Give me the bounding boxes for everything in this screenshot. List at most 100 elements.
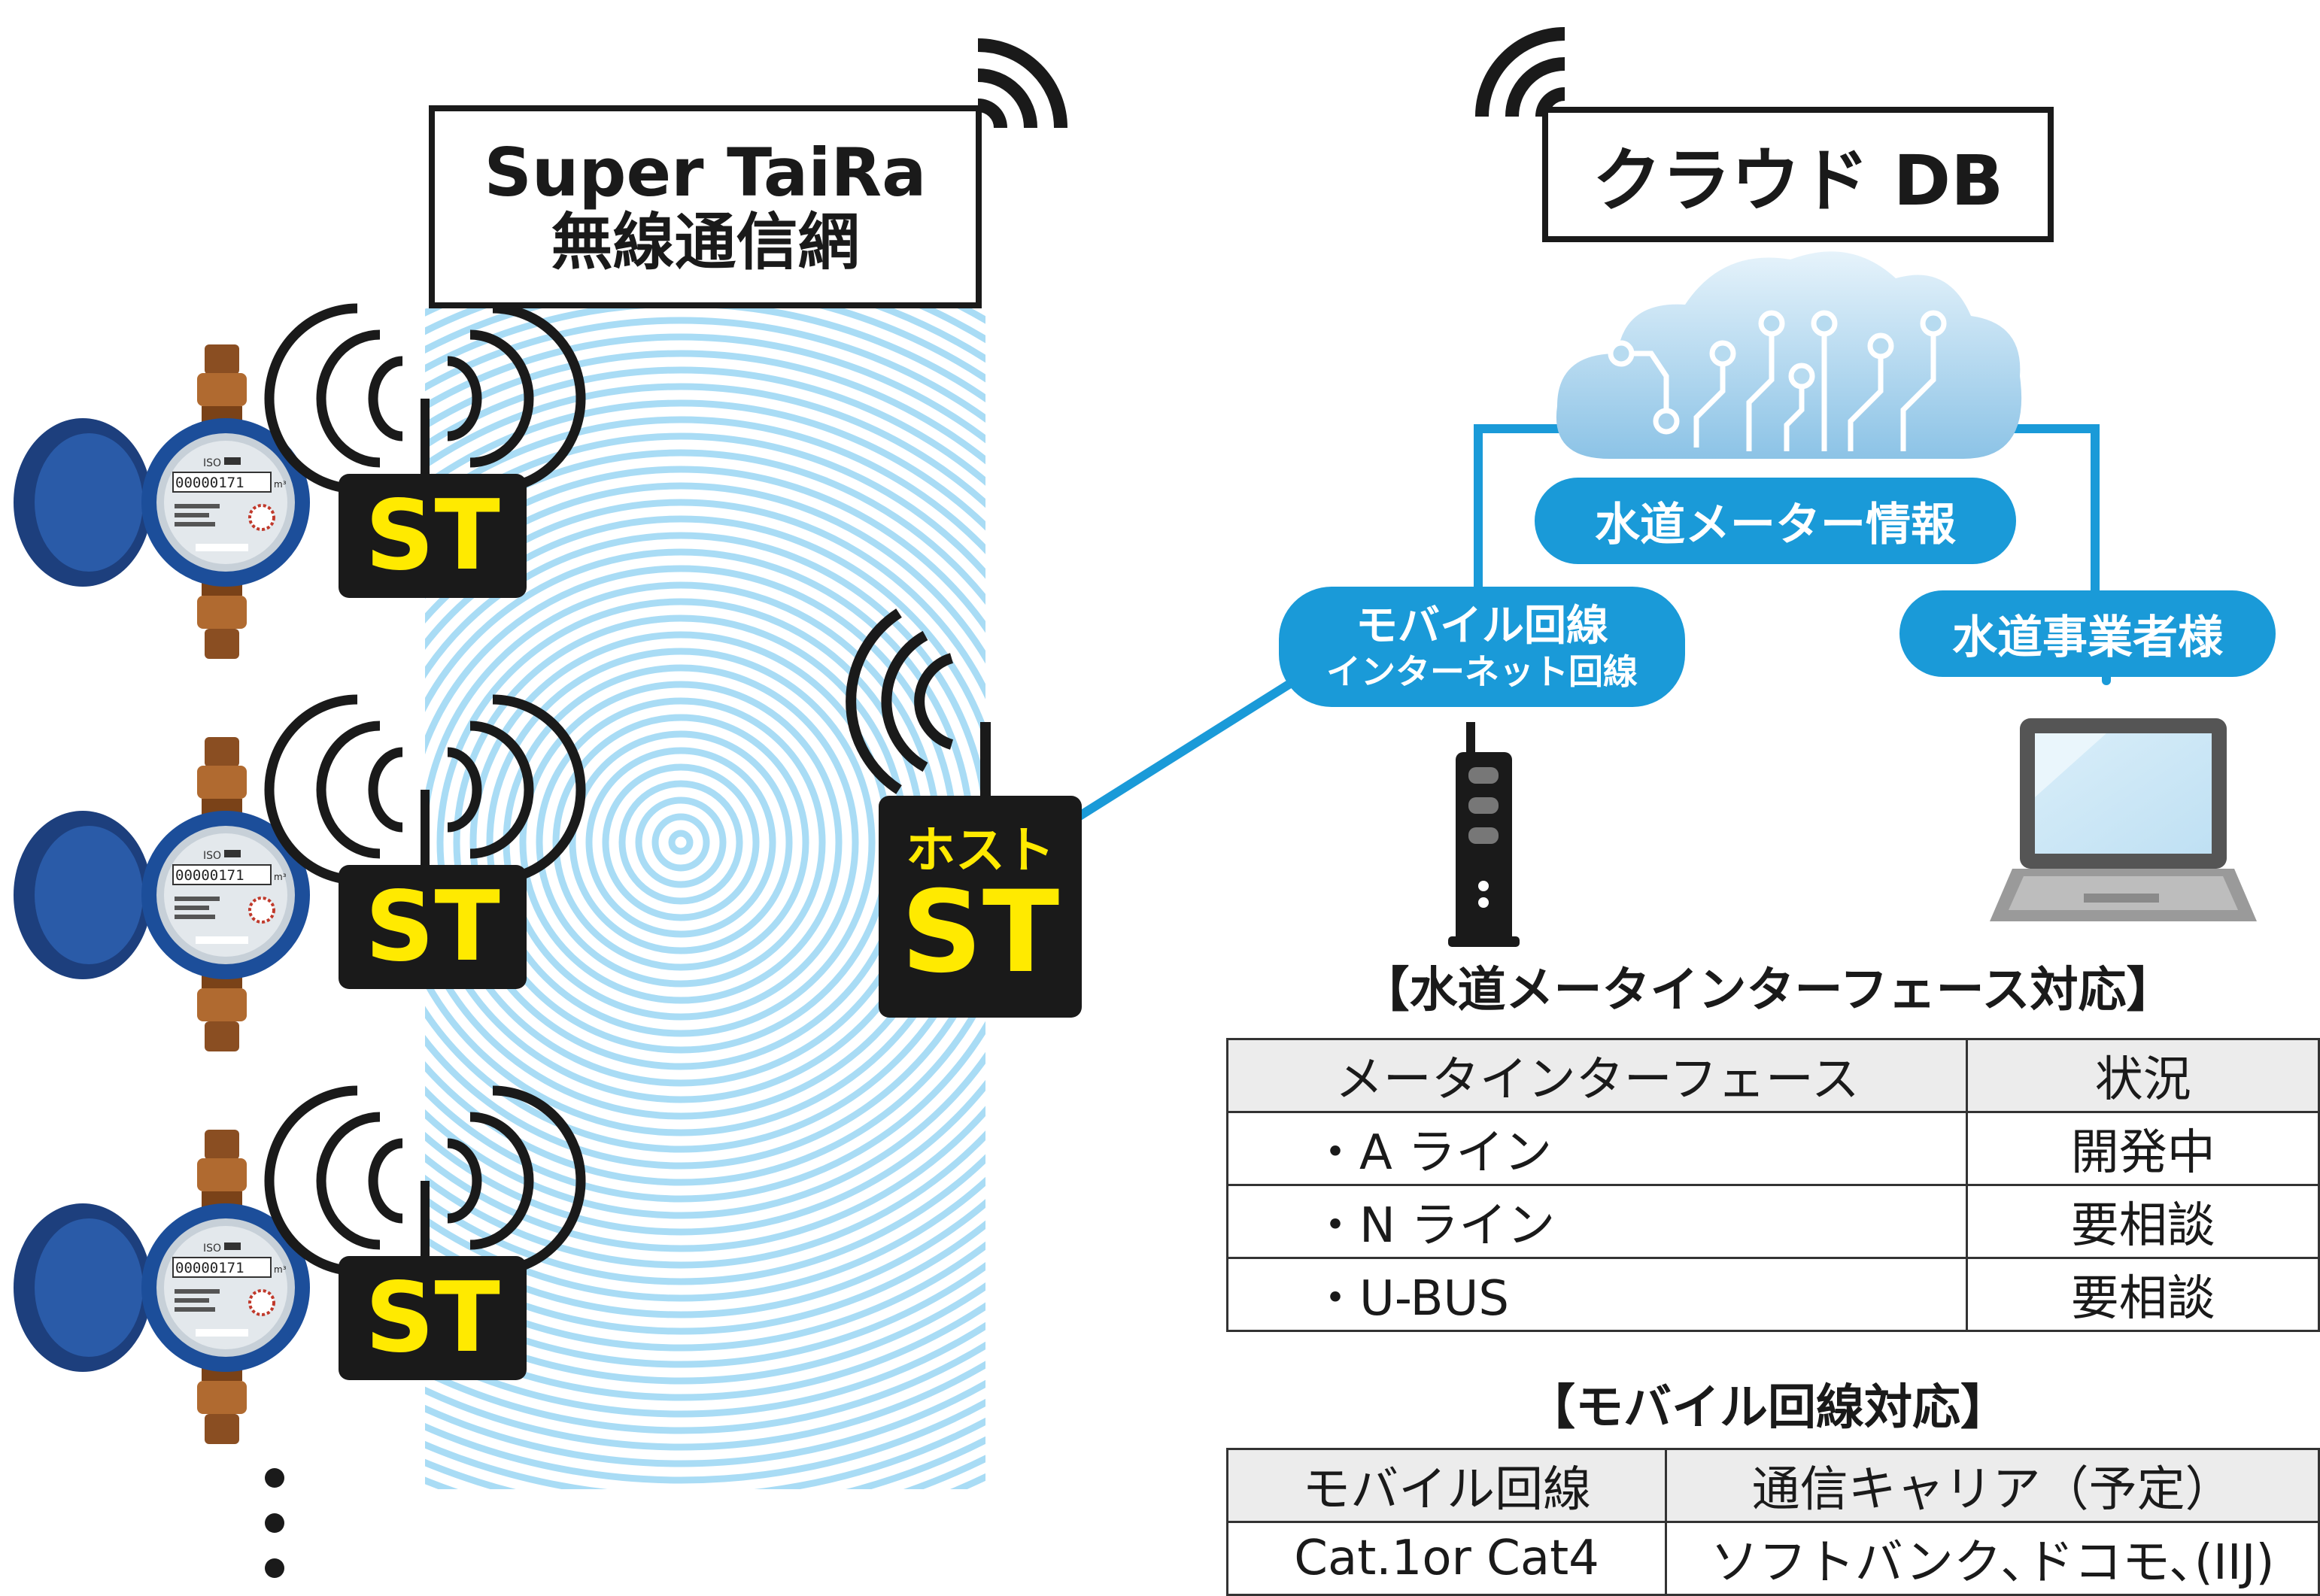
host-antenna xyxy=(846,608,991,801)
operator-label: 水道事業者様 xyxy=(1952,611,2223,664)
wave-ring xyxy=(425,482,985,1203)
st-antenna xyxy=(264,1085,586,1276)
meter-unit-label: m³ xyxy=(274,479,287,490)
wave-ring xyxy=(651,813,710,872)
wave-ring xyxy=(569,730,793,954)
st-station-3: ST xyxy=(339,1256,527,1380)
router-icon xyxy=(1448,722,1520,947)
radio-wave-field xyxy=(425,308,985,1489)
interface-status-cell: 要相談 xyxy=(1966,1184,2320,1259)
wave-ring xyxy=(425,317,985,1368)
table-row: ・N ライン 要相談 xyxy=(1225,1184,2320,1259)
wave-ring xyxy=(425,1379,985,1467)
st-label: ST xyxy=(365,870,500,983)
st-label: ST xyxy=(365,1261,500,1374)
mobile-line-label-1: モバイル回線 xyxy=(1356,601,1608,651)
wave-ring xyxy=(486,648,876,1037)
wave-ring xyxy=(425,449,985,1236)
host-st-label-top: ホスト xyxy=(906,821,1055,879)
wave-ring xyxy=(425,466,985,1219)
interface-name-cell: ・U-BUS xyxy=(1225,1257,1969,1332)
mobile-section-title: 【モバイル回線対応】 xyxy=(1527,1380,2009,1436)
water-meter-icon: ISO 00000171 m³ xyxy=(14,1130,310,1444)
interface-table-header: メータインターフェース 状況 xyxy=(1225,1038,2320,1113)
mobile-line-label-2: インターネット回線 xyxy=(1326,651,1638,692)
meter-info-pill: 水道メーター情報 xyxy=(1535,478,2016,564)
interface-header-interface: メータインターフェース xyxy=(1225,1038,1969,1113)
wave-ring xyxy=(425,350,985,1335)
meter-readout: 00000171 xyxy=(175,867,244,884)
water-meter-icon: ISO 00000171 m³ xyxy=(14,737,310,1051)
mobile-line-cell: Cat.1or Cat4 xyxy=(1225,1521,1668,1596)
wave-ring xyxy=(425,416,985,1269)
meter-iso-label: ISO xyxy=(203,1243,221,1255)
interface-name-cell: ・A ライン xyxy=(1225,1111,1969,1186)
interface-section-title: 【水道メータインターフェース対応】 xyxy=(1361,963,2175,1018)
wave-ring xyxy=(425,366,985,1318)
wave-ring xyxy=(425,333,985,1352)
interface-table: メータインターフェース 状況 ・A ライン 開発中 ・N ライン 要相談 ・U-… xyxy=(1225,1038,2320,1332)
mobile-line-pill: モバイル回線 インターネット回線 xyxy=(1279,587,1685,707)
wave-ring xyxy=(425,308,985,1401)
wave-ring xyxy=(425,308,985,1418)
wave-ring xyxy=(602,763,760,921)
table-row: Cat.1or Cat4 ソフトバンク､ドコモ､(IIJ) xyxy=(1225,1521,2320,1596)
wifi-icon-cloud xyxy=(1475,27,1565,117)
operator-pill: 水道事業者様 xyxy=(1899,590,2276,677)
wave-ring xyxy=(668,830,694,855)
wave-ring xyxy=(425,308,985,1385)
wave-ring xyxy=(519,681,843,1004)
cloud-left-line xyxy=(1474,424,1577,621)
table-row: ・A ライン 開発中 xyxy=(1225,1111,2320,1186)
wave-ring xyxy=(618,780,743,905)
wave-ring xyxy=(425,383,985,1302)
st-station-2: ST xyxy=(339,865,527,989)
wave-ring xyxy=(552,714,809,971)
mobile-table: モバイル回線 通信キャリア（予定） Cat.1or Cat4 ソフトバンク､ドコ… xyxy=(1225,1448,2320,1596)
meter-iso-label: ISO xyxy=(203,850,221,862)
host-to-router-line xyxy=(1075,665,1317,821)
cloud-icon xyxy=(1556,251,2022,459)
host-st-station: ホスト ST xyxy=(879,796,1082,1018)
wave-ring xyxy=(425,308,985,1434)
cloud-db-title-box: クラウド DB xyxy=(1542,107,2054,242)
wave-ring xyxy=(469,631,892,1054)
mobile-table-header: モバイル回線 通信キャリア（予定） xyxy=(1225,1448,2320,1523)
wifi-icon-network xyxy=(977,38,1067,129)
wave-ring xyxy=(536,697,826,988)
interface-status-cell: 開発中 xyxy=(1966,1111,2320,1186)
laptop-icon xyxy=(1990,718,2257,921)
wave-ring xyxy=(425,515,985,1170)
more-meters-dots xyxy=(265,1468,284,1578)
st-antenna xyxy=(264,694,586,885)
interface-name-cell: ・N ライン xyxy=(1225,1184,1969,1259)
mobile-header-carrier: 通信キャリア（予定） xyxy=(1665,1448,2320,1523)
table-row: ・U-BUS 要相談 xyxy=(1225,1257,2320,1332)
wave-ring xyxy=(585,747,776,938)
wave-ring xyxy=(425,399,985,1285)
mobile-carrier-cell: ソフトバンク､ドコモ､(IIJ) xyxy=(1665,1521,2320,1596)
meter-readout: 00000171 xyxy=(175,475,244,491)
st-station-1: ST xyxy=(339,474,527,598)
wave-ring xyxy=(425,499,985,1186)
meter-unit-label: m³ xyxy=(274,1264,287,1275)
mobile-header-line: モバイル回線 xyxy=(1225,1448,1668,1523)
meter-unit-label: m³ xyxy=(274,872,287,882)
st-antenna xyxy=(264,303,586,494)
wave-ring xyxy=(425,1398,985,1484)
meter-readout: 00000171 xyxy=(175,1260,244,1276)
wave-ring xyxy=(425,532,985,1153)
host-st-label-bottom: ST xyxy=(900,867,1060,999)
wave-ring xyxy=(425,432,985,1252)
st-label: ST xyxy=(365,479,500,592)
interface-header-status: 状況 xyxy=(1966,1038,2320,1113)
network-title-line1: Super TaiRa xyxy=(484,133,927,211)
network-title-box: Super TaiRa 無線通信網 xyxy=(429,105,982,308)
cloud-db-title: クラウド DB xyxy=(1592,140,2004,221)
interface-status-cell: 要相談 xyxy=(1966,1257,2320,1332)
meter-info-label: 水道メーター情報 xyxy=(1595,499,1956,551)
network-title-line2: 無線通信網 xyxy=(551,207,860,279)
wave-ring xyxy=(635,796,727,888)
